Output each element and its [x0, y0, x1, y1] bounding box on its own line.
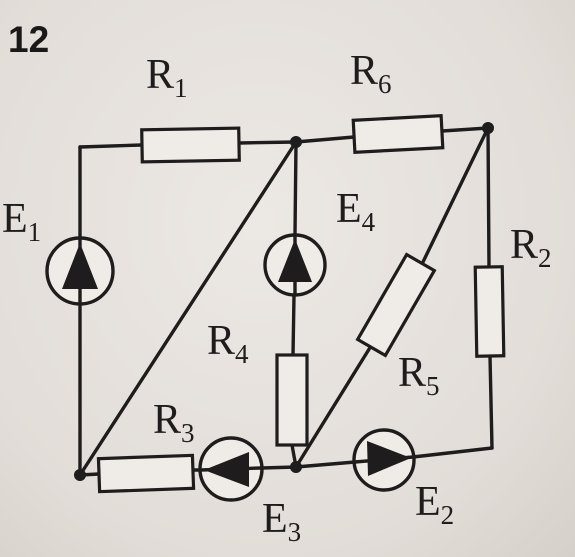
node-top-middle	[290, 136, 302, 148]
label-r5: R5	[398, 350, 440, 401]
resistor-r4	[275, 353, 309, 447]
wire-right-upper	[486, 126, 491, 269]
resistor-r1	[140, 126, 241, 164]
wire-diag-right-lower	[294, 344, 373, 469]
wire-right-lower	[488, 354, 494, 450]
problem-number: 12	[8, 19, 49, 60]
label-e1: E1	[2, 196, 41, 247]
wire-mid-upper	[293, 140, 298, 236]
label-e2: E2	[415, 479, 454, 530]
wire-diag-right-upper	[420, 126, 490, 266]
arrow-right-icon	[367, 441, 411, 476]
wire-top-left	[78, 143, 144, 149]
wire-r6-node	[440, 126, 490, 133]
resistor-r2	[473, 265, 506, 358]
wire-r1-node	[237, 140, 298, 145]
label-r3: R3	[153, 397, 195, 448]
node-bottom-left	[74, 469, 86, 481]
wire-e2-node	[294, 460, 357, 469]
node-top-right	[482, 122, 494, 134]
node-bottom-middle	[290, 461, 302, 473]
label-e4: E4	[336, 186, 376, 237]
label-e3: E3	[262, 496, 301, 547]
resistor-r3	[96, 453, 196, 494]
resistor-r6	[351, 114, 445, 154]
arrow-up-icon	[62, 243, 98, 289]
label-r2: R2	[510, 222, 552, 273]
source-e3	[198, 436, 264, 502]
wire-e4-r4	[291, 294, 296, 357]
source-e1	[45, 236, 115, 306]
wire-bottom-right	[411, 446, 494, 459]
source-e4	[263, 233, 327, 297]
label-r4: R4	[207, 318, 249, 369]
wire-diagonal-left	[78, 140, 298, 477]
arrow-left-icon	[204, 452, 249, 487]
label-r6: R6	[350, 48, 392, 99]
arrow-up-icon	[278, 239, 312, 282]
wire-node-r6	[294, 135, 356, 144]
label-r1: R1	[146, 52, 188, 103]
resistor-r5	[355, 252, 437, 358]
source-e2	[352, 428, 416, 492]
